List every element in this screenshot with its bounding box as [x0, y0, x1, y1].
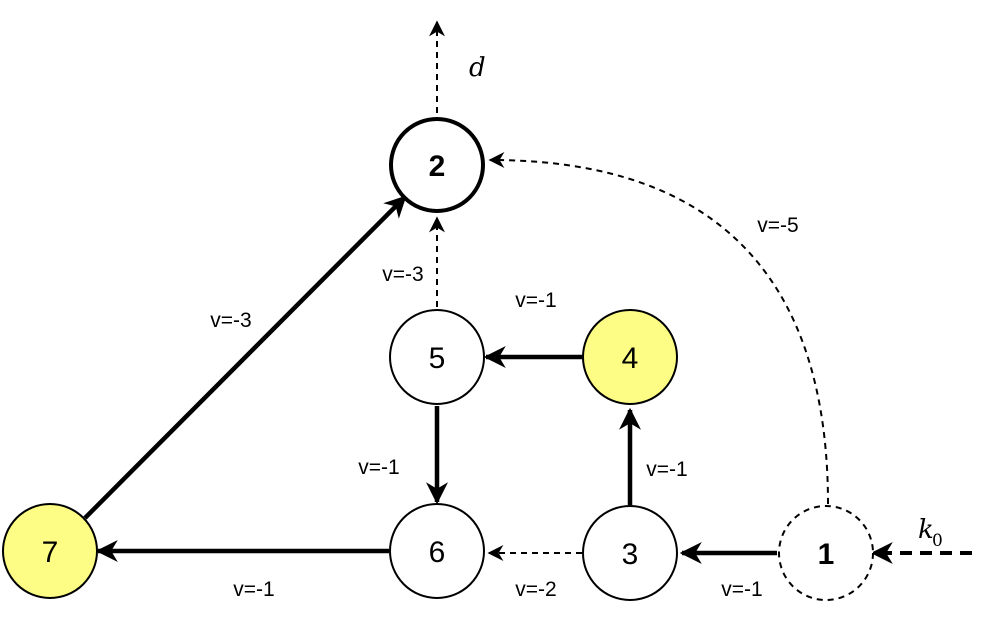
node-6-label: 6 [429, 536, 446, 569]
node-6[interactable]: 6 [389, 503, 485, 599]
nodes: 2 5 4 6 3 7 1 [2, 117, 874, 601]
node-7[interactable]: 7 [2, 503, 98, 599]
edge-label-4-5: v=-1 [515, 289, 556, 312]
node-5[interactable]: 5 [389, 309, 485, 405]
node-7-label: 7 [42, 536, 59, 569]
incoming-label-sub: 0 [932, 531, 943, 551]
edge-label-6-7: v=-1 [233, 578, 274, 601]
incoming-label-main: k [918, 515, 934, 545]
edge-label-1-3: v=-1 [721, 578, 762, 601]
node-2[interactable]: 2 [389, 117, 485, 213]
edge-label-1-2: v=-5 [757, 214, 798, 237]
edge-label-5-6: v=-1 [358, 456, 399, 479]
node-2-label: 2 [429, 150, 446, 183]
node-3-label: 3 [622, 538, 639, 571]
outgoing-label: d [469, 53, 486, 83]
edge-label-3-6: v=-2 [515, 578, 556, 601]
edge-label-3-4: v=-1 [646, 458, 687, 481]
node-4[interactable]: 4 [582, 309, 678, 405]
node-4-label: 4 [622, 342, 639, 375]
node-3[interactable]: 3 [582, 505, 678, 601]
edges [83, 20, 972, 564]
edge-1-2 [488, 152, 829, 505]
edge-7-2 [83, 195, 407, 520]
incoming-label: k 0 [918, 515, 943, 551]
node-5-label: 5 [429, 342, 446, 375]
node-1[interactable]: 1 [778, 505, 874, 601]
edge-label-5-2: v=-3 [382, 263, 423, 286]
node-1-label: 1 [818, 538, 835, 571]
edge-labels: v=-1 v=-1 v=-1 v=-1 v=-1 v=-3 v=-3 v=-2 … [210, 214, 798, 601]
edge-label-7-2: v=-3 [210, 309, 251, 332]
